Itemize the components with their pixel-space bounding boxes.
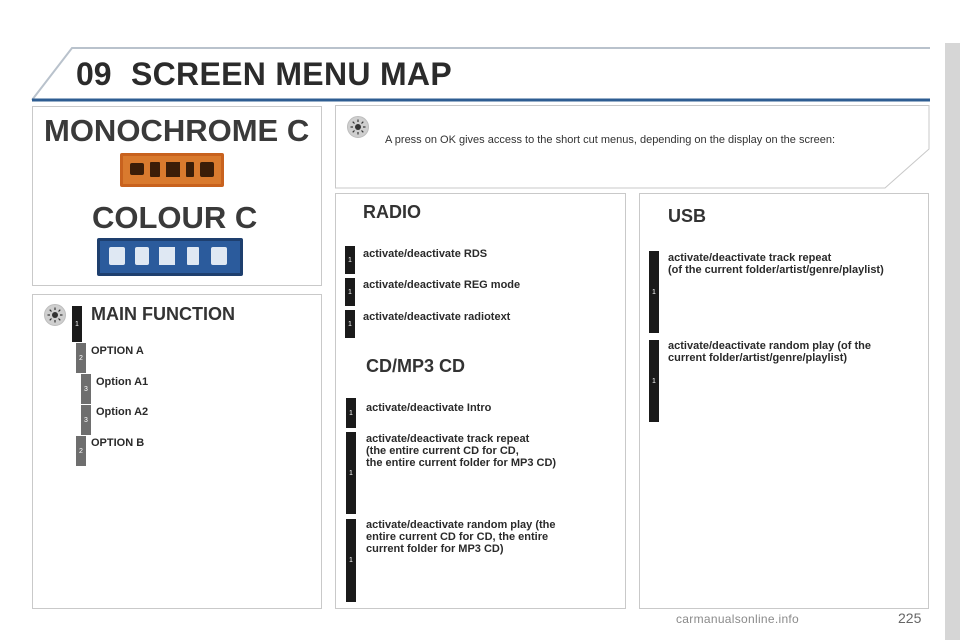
- level-tag: 1: [649, 340, 659, 422]
- main-function-title: MAIN FUNCTION: [91, 304, 235, 324]
- radio-radiotext-label: activate/deactivate radiotext: [363, 311, 511, 323]
- usb-track-repeat-label: activate/deactivate track repeat (of the…: [668, 252, 884, 276]
- level-tag: 2: [76, 436, 86, 466]
- colour-screen-image: [97, 238, 243, 276]
- radio-reg-label: activate/deactivate REG mode: [363, 279, 521, 291]
- option-a-label: OPTION A: [91, 345, 144, 357]
- cd-intro-label: activate/deactivate Intro: [366, 402, 492, 414]
- header-frame: [31, 47, 930, 102]
- intro-panel: [335, 105, 930, 189]
- level-tag: 1: [345, 246, 355, 274]
- option-a2-label: Option A2: [96, 406, 149, 418]
- page-edge-bar: [945, 43, 960, 640]
- usb-random-play-label: activate/deactivate random play (of the …: [668, 340, 871, 364]
- usb-panel: [639, 193, 929, 609]
- brightness-icon: [44, 304, 66, 326]
- intro-text: A press on OK gives access to the short …: [385, 134, 836, 146]
- cdmp3-title: CD/MP3 CD: [366, 356, 466, 376]
- usb-title: USB: [668, 206, 707, 226]
- level-tag: 1: [346, 398, 356, 428]
- page-number: 225: [898, 610, 922, 626]
- radio-title: RADIO: [363, 202, 421, 222]
- level-tag: 1: [72, 306, 82, 342]
- cd-random-play-label: activate/deactivate random play (the ent…: [366, 519, 556, 555]
- option-a1-label: Option A1: [96, 376, 149, 388]
- level-tag: 1: [346, 432, 356, 514]
- chapter-number: 09: [76, 56, 112, 92]
- level-tag: 1: [346, 519, 356, 602]
- level-tag: 3: [81, 405, 91, 435]
- level-tag: 1: [649, 251, 659, 333]
- level-tag: 1: [345, 278, 355, 306]
- radio-cd-panel: [335, 193, 626, 609]
- option-b-label: OPTION B: [91, 437, 145, 449]
- level-tag: 2: [76, 343, 86, 373]
- page-title: SCREEN MENU MAP: [131, 56, 452, 92]
- watermark: carmanualsonline.info: [676, 612, 800, 626]
- brightness-icon: [347, 116, 369, 138]
- colour-title: COLOUR C: [92, 200, 258, 235]
- monochrome-title: MONOCHROME C: [44, 113, 310, 148]
- cd-track-repeat-label: activate/deactivate track repeat (the en…: [366, 433, 557, 469]
- radio-rds-label: activate/deactivate RDS: [363, 248, 488, 260]
- level-tag: 1: [345, 310, 355, 338]
- monochrome-screen-image: [120, 153, 224, 187]
- level-tag: 3: [81, 374, 91, 404]
